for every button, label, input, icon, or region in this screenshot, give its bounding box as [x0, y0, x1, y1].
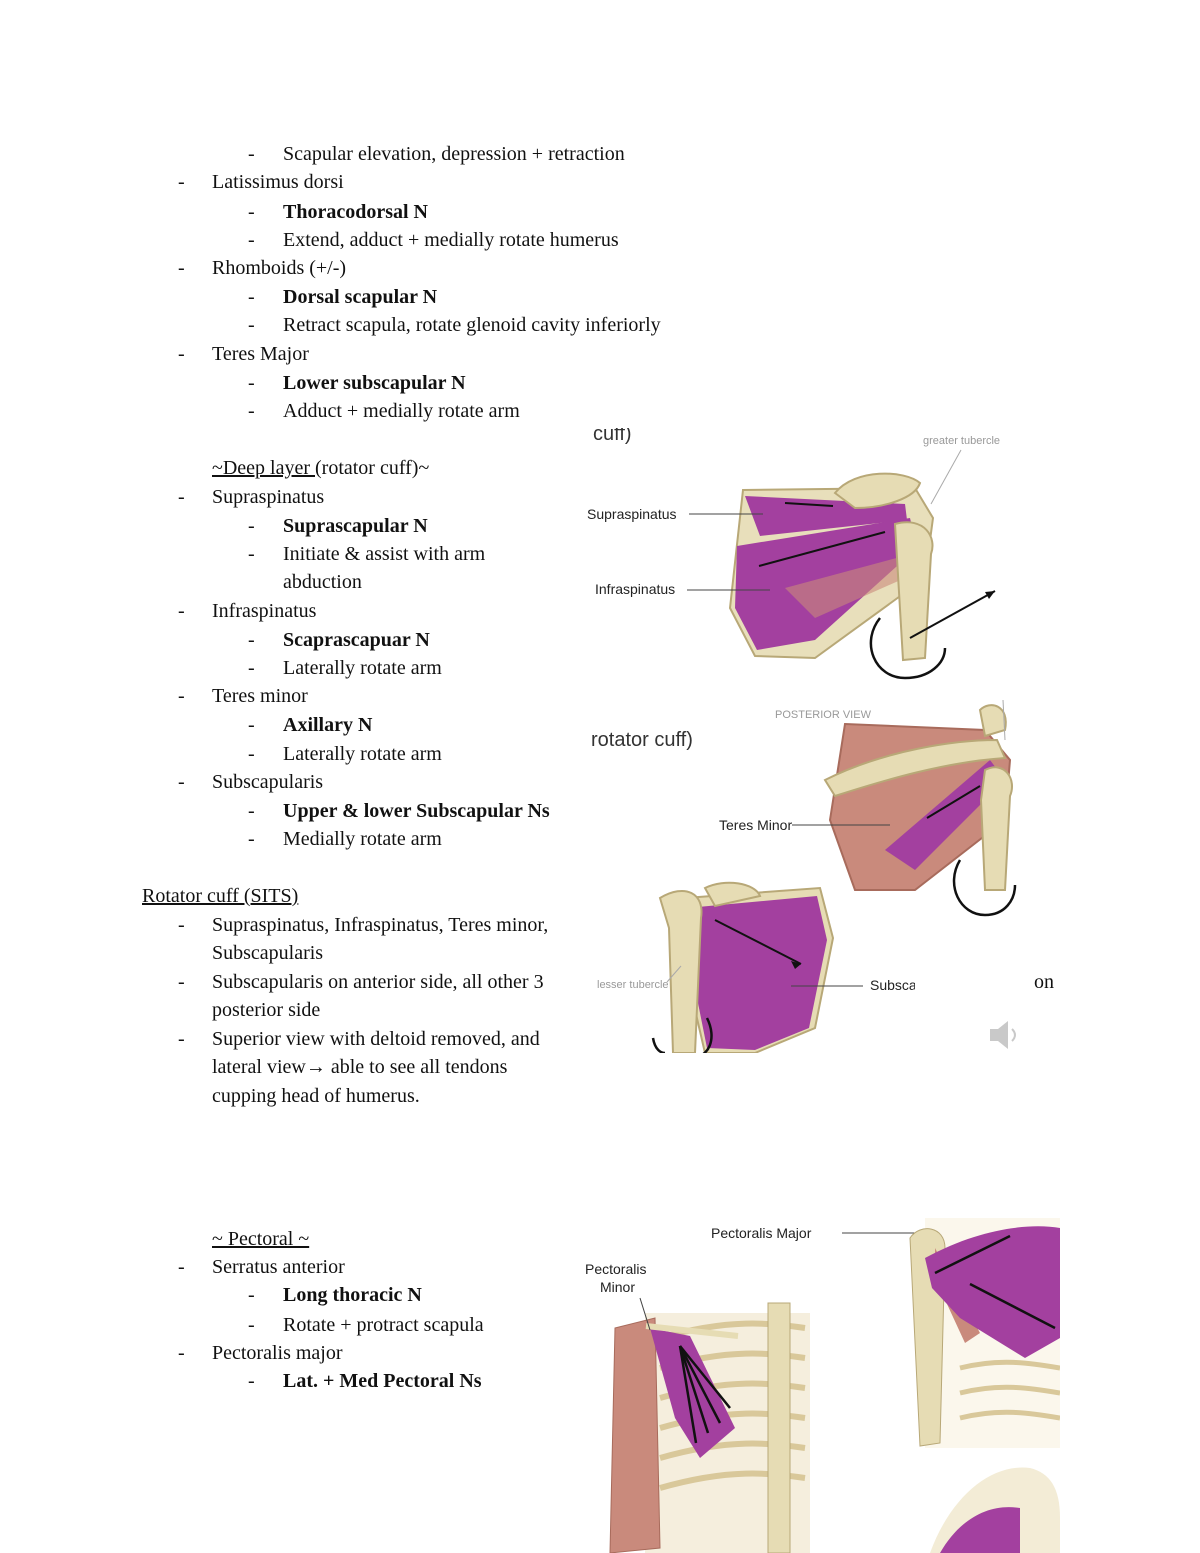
nerve-label: Lat. + Med Pectoral Ns: [283, 1370, 482, 1392]
bullet-dash: -: [178, 1342, 185, 1364]
bullet-dash: -: [178, 685, 185, 707]
bullet-dash: -: [248, 629, 255, 651]
muscle-heading: Teres minor: [212, 685, 308, 707]
bullet-dash: -: [248, 400, 255, 422]
note-line: cupping head of humerus.: [212, 1085, 420, 1107]
muscle-heading: Subscapularis: [212, 771, 324, 793]
figure-top-cut-label: cuff): [593, 428, 632, 445]
note-line: Initiate & assist with arm: [283, 543, 486, 565]
note-line: lateral view→ able to see all tendons: [212, 1056, 508, 1078]
muscle-heading: Supraspinatus: [212, 486, 325, 508]
bullet-dash: -: [248, 1370, 255, 1392]
section-heading-pectoral: ~ Pectoral ~: [212, 1228, 310, 1250]
muscle-heading: Serratus anterior: [212, 1256, 345, 1278]
note-line: Retract scapula, rotate glenoid cavity i…: [283, 314, 661, 336]
bullet-dash: -: [248, 828, 255, 850]
subscapularis-muscle: [687, 896, 827, 1050]
nerve-label: Suprascapular N: [283, 515, 428, 537]
muscle-heading: Pectoralis major: [212, 1342, 343, 1364]
bullet-dash: -: [248, 201, 255, 223]
bullet-dash: -: [248, 1284, 255, 1306]
bullet-dash: -: [248, 143, 255, 165]
infraspinatus-label: Infraspinatus: [595, 581, 675, 597]
lesser-tubercle-label: lesser tubercle: [597, 979, 669, 991]
note-line: Rotate + protract scapula: [283, 1314, 484, 1336]
bullet-dash: -: [248, 314, 255, 336]
greater-tubercle-label: greater tubercle: [923, 435, 1000, 447]
bullet-dash: -: [248, 657, 255, 679]
bullet-dash: -: [248, 372, 255, 394]
muscle-heading: Infraspinatus: [212, 600, 317, 622]
rotator-cuff-partial-heading: rotator cuff): [591, 729, 693, 751]
note-line: Scapular elevation, depression + retract…: [283, 143, 625, 165]
bullet-dash: -: [178, 171, 185, 193]
bullet-dash: -: [248, 543, 255, 565]
teres-minor-muscle: [885, 760, 1005, 870]
note-line: posterior side: [212, 999, 321, 1021]
nerve-label: Thoracodorsal N: [283, 201, 428, 223]
muscle-heading: Rhomboids (+/-): [212, 257, 347, 279]
nerve-label: Axillary N: [283, 714, 373, 736]
note-line: Laterally rotate arm: [283, 657, 442, 679]
muscle-heading: Teres Major: [212, 343, 309, 365]
pectoralis-minor-label-line1: Pectoralis: [585, 1261, 646, 1277]
note-line: Superior view with deltoid removed, and: [212, 1028, 540, 1050]
nerve-label: Upper & lower Subscapular Ns: [283, 800, 550, 822]
muscle-heading: Latissimus dorsi: [212, 171, 344, 193]
figure-subscapularis: lesser tubercle Subscapularis: [597, 881, 915, 1053]
pectoralis-major-label: Pectoralis Major: [711, 1225, 812, 1241]
note-line: Subscapularis: [212, 942, 324, 964]
figure-posterior-shoulder: cuff) Supraspinatus Infraspinatus greate…: [587, 428, 1000, 680]
note-line: Laterally rotate arm: [283, 743, 442, 765]
bullet-dash: -: [248, 286, 255, 308]
section-heading-rotator-cuff: Rotator cuff (SITS): [142, 885, 299, 907]
bullet-dash: -: [178, 257, 185, 279]
posterior-view-label: POSTERIOR VIEW: [775, 709, 872, 721]
section-heading-deep-layer: ~Deep layer (rotator cuff)~: [212, 457, 430, 479]
subscapularis-label: Subscapularis: [870, 977, 915, 993]
bullet-dash: -: [178, 971, 185, 993]
bullet-dash: -: [178, 1256, 185, 1278]
pectoralis-major-muscle: [925, 1226, 1060, 1358]
bullet-dash: -: [178, 343, 185, 365]
bullet-dash: -: [178, 914, 185, 936]
bullet-dash: -: [248, 229, 255, 251]
nerve-label: Scaprascapuar N: [283, 629, 430, 651]
bullet-dash: -: [248, 714, 255, 736]
note-line: abduction: [283, 571, 362, 593]
figure-teres-minor: POSTERIOR VIEW rotator cuff) Teres Minor: [591, 700, 1017, 917]
pectoralis-minor-muscle: [650, 1328, 735, 1458]
bullet-dash: -: [178, 600, 185, 622]
bullet-dash: -: [178, 486, 185, 508]
bullet-dash: -: [248, 1314, 255, 1336]
supraspinatus-label: Supraspinatus: [587, 506, 677, 522]
nerve-label: Dorsal scapular N: [283, 286, 438, 308]
note-line: Subscapularis on anterior side, all othe…: [212, 971, 544, 993]
bullet-dash: -: [248, 743, 255, 765]
pectoralis-minor-label-line2: Minor: [600, 1279, 635, 1295]
note-line-fragment: on: [1034, 971, 1054, 993]
note-line: Extend, adduct + medially rotate humerus: [283, 229, 619, 251]
note-line: Adduct + medially rotate arm: [283, 400, 520, 422]
bullet-dash: -: [248, 800, 255, 822]
note-line: Medially rotate arm: [283, 828, 442, 850]
figure-pectoral-muscles: Pectoralis Minor Pectoralis Major: [585, 1218, 1060, 1553]
teres-minor-label: Teres Minor: [719, 817, 792, 833]
bullet-dash: -: [178, 1028, 185, 1050]
nerve-label: Long thoracic N: [283, 1284, 422, 1306]
nerve-label: Lower subscapular N: [283, 372, 466, 394]
bullet-dash: -: [178, 771, 185, 793]
bullet-dash: -: [248, 515, 255, 537]
speaker-icon[interactable]: [988, 1017, 1018, 1053]
note-line: Supraspinatus, Infraspinatus, Teres mino…: [212, 914, 549, 936]
